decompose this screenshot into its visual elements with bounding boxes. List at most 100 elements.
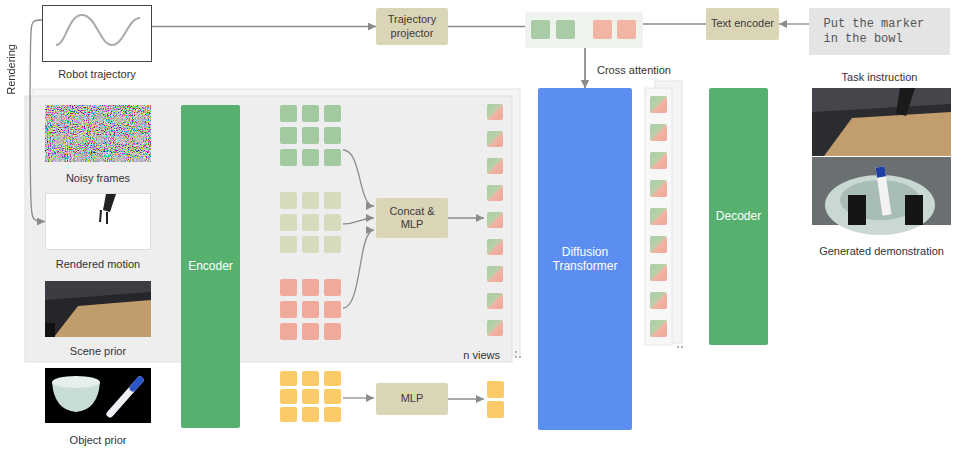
token	[650, 124, 667, 141]
stack-dot	[681, 346, 683, 348]
transformer-block: Diffusion Transformer	[538, 88, 632, 430]
caption: Task instruction	[842, 71, 918, 83]
token	[324, 127, 341, 144]
output-stack	[645, 88, 672, 345]
instruction-box: Put the marker in the bowlTask instructi…	[809, 8, 950, 55]
token	[280, 371, 297, 386]
token	[487, 212, 503, 228]
object-image	[45, 368, 151, 423]
token	[280, 323, 297, 340]
token	[280, 192, 297, 209]
demo-marker	[880, 167, 887, 215]
token	[324, 389, 341, 404]
token	[280, 149, 297, 166]
token	[593, 20, 612, 39]
marker-cap	[133, 380, 140, 388]
token	[324, 301, 341, 318]
token	[650, 152, 667, 169]
flow-arrow	[448, 217, 484, 218]
token	[487, 104, 503, 120]
instruction-text: Put the marker in the bowl	[824, 17, 936, 47]
connector-arrow	[779, 23, 809, 24]
encoder-block: Encoder	[181, 105, 240, 428]
trajectory-curve	[56, 15, 140, 45]
box-label: Diffusion Transformer	[542, 245, 628, 274]
image-input: Rendered motion	[45, 193, 151, 250]
scene-table	[54, 300, 151, 337]
condition-token-box	[525, 12, 643, 48]
demo-wall	[812, 88, 951, 112]
token	[280, 127, 297, 144]
stack-dot	[519, 356, 521, 358]
process-box: Trajectory projector	[376, 8, 448, 45]
views-panel	[25, 96, 512, 362]
token	[302, 389, 319, 404]
trajectory-frame	[43, 6, 152, 62]
image-input: Noisy frames	[45, 105, 151, 162]
views-panel: n views Noisy framesRendered motionScene …	[25, 96, 512, 362]
caption: Robot trajectory	[58, 68, 136, 80]
marker-body	[110, 380, 140, 414]
panel-label: n views	[463, 349, 500, 361]
stack-dot	[677, 346, 679, 348]
token	[302, 149, 319, 166]
token	[302, 279, 319, 296]
token	[324, 323, 341, 340]
demo-marker-cap	[880, 167, 882, 177]
token	[280, 389, 297, 404]
demo-gripper	[848, 195, 866, 225]
connector-arrow	[30, 20, 45, 222]
token	[650, 208, 667, 225]
image-input: Object prior	[45, 368, 151, 423]
token	[324, 149, 341, 166]
caption: Scene prior	[70, 345, 126, 357]
token	[487, 185, 503, 201]
flow-arrow	[343, 230, 374, 308]
token	[280, 279, 297, 296]
token	[650, 264, 667, 281]
image-input: Robot trajectory	[42, 5, 152, 62]
scene-wall	[45, 281, 151, 300]
token	[556, 20, 575, 39]
scene-gripper	[45, 323, 55, 337]
token	[650, 320, 667, 337]
demo-image-top	[812, 88, 951, 156]
connector-arrow	[152, 26, 376, 27]
token	[487, 266, 503, 282]
token	[280, 236, 297, 253]
demo-gripper	[905, 195, 923, 225]
token	[324, 407, 341, 422]
box-label: Decoder	[716, 209, 761, 223]
caption: Generated demonstration	[819, 245, 944, 257]
token	[280, 301, 297, 318]
token	[280, 407, 297, 422]
image-input: Scene prior	[45, 281, 151, 337]
token	[302, 236, 319, 253]
token	[324, 192, 341, 209]
token	[487, 401, 504, 418]
box-label: Trajectory projector	[380, 13, 444, 39]
flow-arrow	[343, 150, 374, 206]
token	[280, 214, 297, 231]
bowl-rim	[52, 376, 100, 388]
token	[302, 127, 319, 144]
noisy-frame-image	[45, 105, 151, 162]
token	[324, 279, 341, 296]
token	[302, 371, 319, 386]
image-output: Generated demonstration	[812, 88, 951, 225]
token	[324, 236, 341, 253]
token	[324, 371, 341, 386]
token	[487, 381, 504, 398]
caption: Rendered motion	[56, 258, 140, 270]
process-box: Concat & MLP	[376, 198, 448, 238]
token	[617, 20, 636, 39]
scene-image	[45, 281, 151, 337]
flow-arrow	[343, 397, 374, 398]
token	[650, 236, 667, 253]
token	[302, 323, 319, 340]
flow-arrow	[448, 398, 484, 399]
token	[324, 214, 341, 231]
